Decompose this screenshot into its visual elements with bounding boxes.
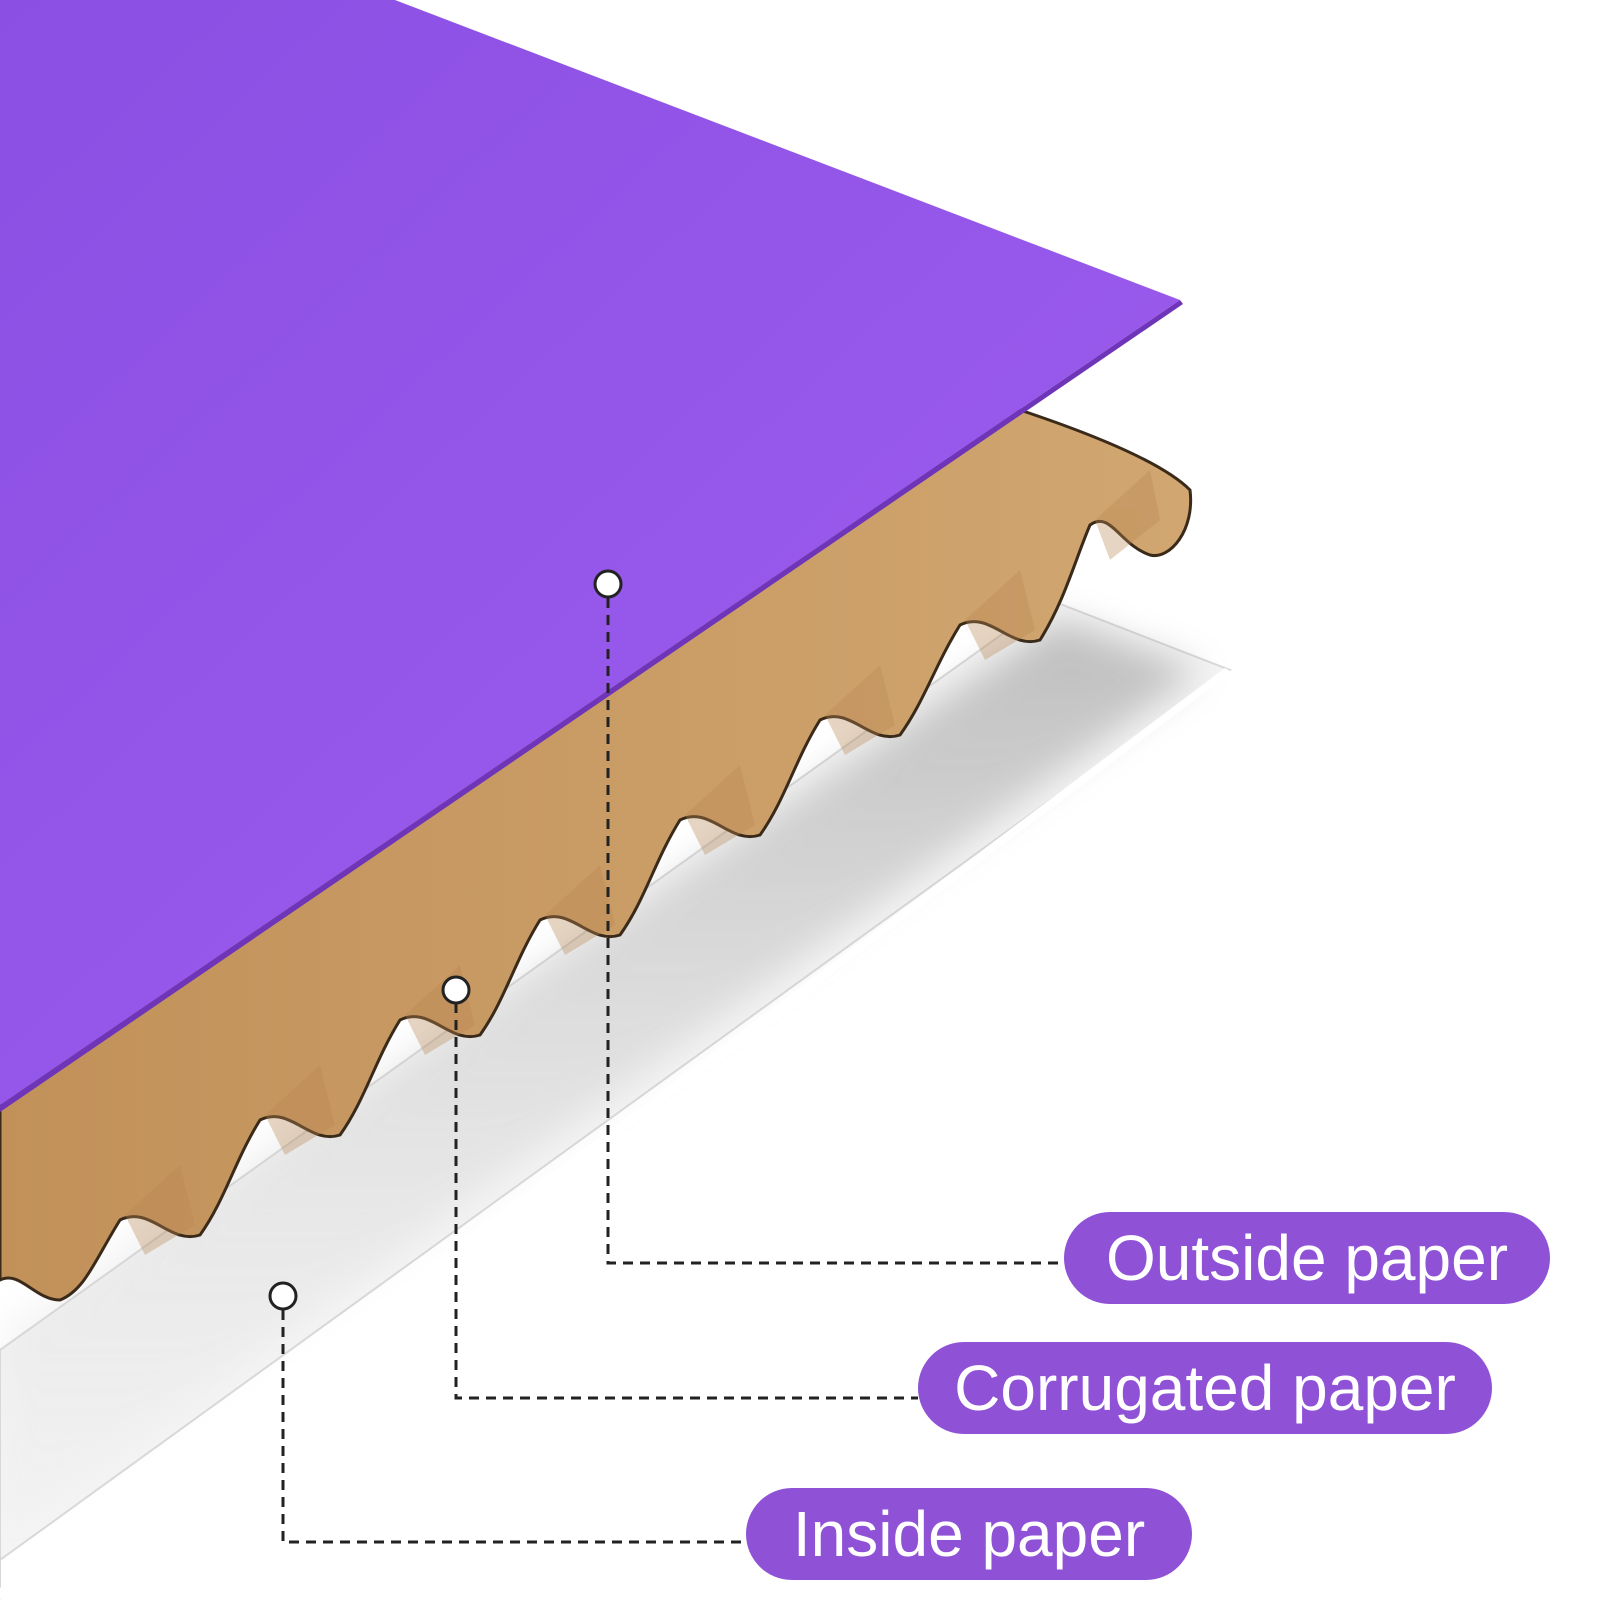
leader-line-corrugated	[454, 1003, 918, 1400]
leader-line-inside	[281, 1310, 746, 1544]
marker-outside	[593, 569, 623, 599]
corrugated-ridges	[125, 470, 1160, 1255]
outside-paper-label: Outside paper	[1064, 1212, 1550, 1304]
outside-paper-edge	[0, 300, 1183, 1112]
inside-paper-edge	[0, 668, 1232, 1600]
inside-paper-label: Inside paper	[746, 1488, 1192, 1580]
marker-corrugated	[441, 975, 471, 1005]
leader-line-outside	[606, 598, 1064, 1265]
corrugated-paper-layer	[0, 408, 1193, 1302]
corrugated-shadow	[0, 620, 1200, 1540]
corrugated-paper-label: Corrugated paper	[918, 1342, 1492, 1434]
leader-lines	[281, 598, 1064, 1544]
outside-paper-layer	[0, 0, 1180, 1105]
marker-inside	[268, 1281, 298, 1311]
